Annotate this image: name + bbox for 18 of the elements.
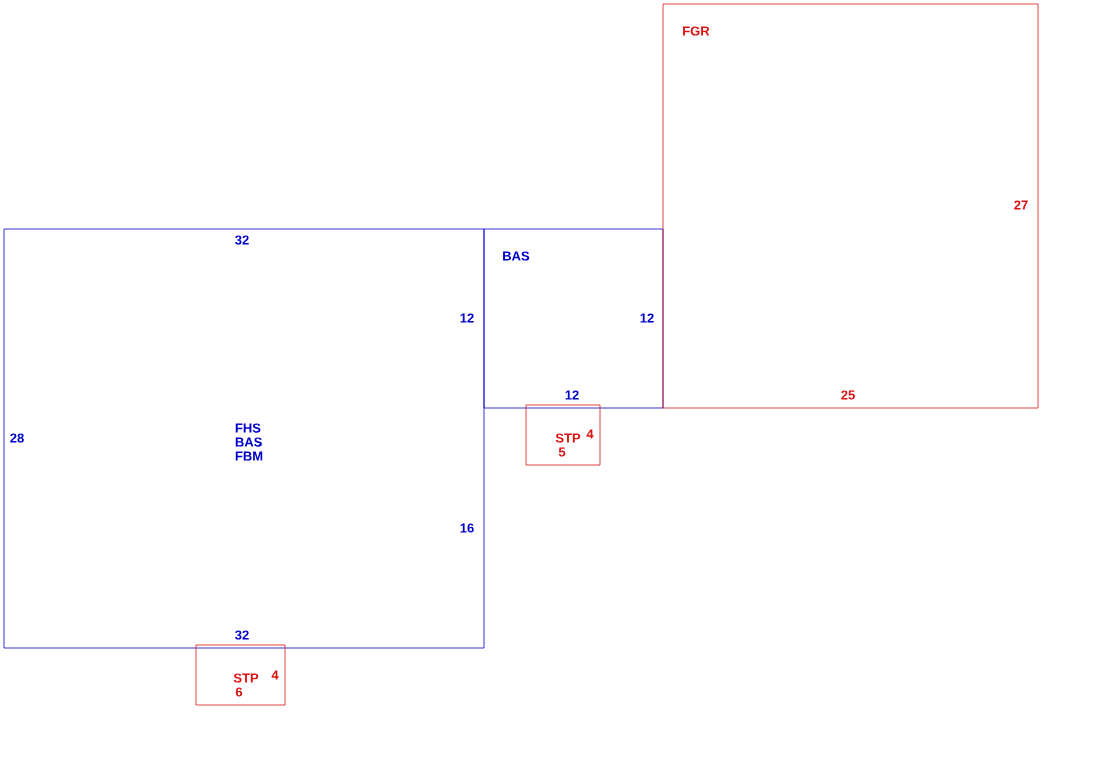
dimension-label: 4 <box>271 670 279 680</box>
room-name: BAS <box>503 251 530 261</box>
dimension-label: 12 <box>640 313 654 323</box>
dimension-label: 32 <box>235 235 249 245</box>
dimension-label: 25 <box>841 390 855 400</box>
dimension-label: 28 <box>10 433 24 443</box>
room-name: STP <box>233 673 259 683</box>
dimension-label: 5 <box>558 447 566 457</box>
dimension-label: 27 <box>1014 200 1028 210</box>
room-name: FHS BAS FBM <box>235 423 263 461</box>
room-name: STP <box>555 433 581 443</box>
dimension-label: 16 <box>460 523 474 533</box>
dimension-label: 4 <box>586 429 594 439</box>
dimension-label: 6 <box>235 687 243 697</box>
dimension-label: 12 <box>565 390 579 400</box>
dimension-label: 12 <box>460 313 474 323</box>
room-name: FGR <box>683 26 710 36</box>
dimension-label: 32 <box>235 630 249 640</box>
